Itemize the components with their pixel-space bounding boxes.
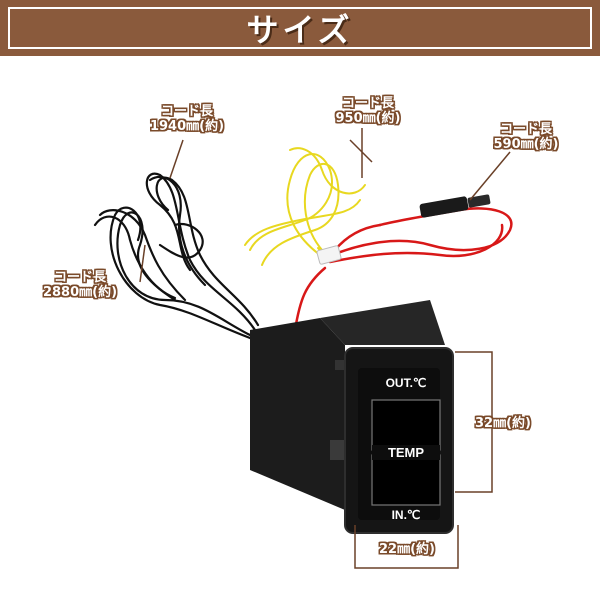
pointer-lines <box>139 128 511 569</box>
banner-frame: サイズ <box>8 7 592 49</box>
white-connector <box>316 245 342 265</box>
product-photo <box>93 128 513 569</box>
out-temp-label: OUT.℃ <box>385 376 427 390</box>
cord-label-1940-length: 1940㎜(約) <box>149 119 225 134</box>
temp-label: TEMP <box>372 445 440 460</box>
in-temp-label: IN.℃ <box>391 508 421 522</box>
black-wire-bundle-left <box>93 206 252 340</box>
cord-label-1940: コード長 1940㎜(約) <box>132 104 242 134</box>
cord-label-2880: コード長 2880㎜(約) <box>20 270 140 300</box>
cord-label-590-length: 590㎜(約) <box>493 137 559 152</box>
cord-label-2880-name: コード長 <box>53 270 106 285</box>
cord-label-950: コード長 950㎜(約) <box>318 96 418 126</box>
yellow-wire-bundle <box>244 147 366 266</box>
height-dimension-label: 32㎜(約) <box>475 416 531 431</box>
cord-label-590: コード長 590㎜(約) <box>476 122 576 152</box>
cord-label-1940-name: コード長 <box>160 104 213 119</box>
banner-title: サイズ <box>246 11 354 49</box>
width-dimension-label: 22㎜(約) <box>379 542 435 557</box>
cord-label-950-name: コード長 <box>341 96 394 111</box>
black-wire-bundle-top <box>145 172 260 332</box>
fuse-holder <box>419 194 491 218</box>
cord-label-950-length: 950㎜(約) <box>335 111 401 126</box>
title-banner: サイズ <box>0 0 600 56</box>
cord-label-2880-length: 2880㎜(約) <box>42 285 118 300</box>
switch-device <box>250 300 454 534</box>
cord-label-590-name: コード長 <box>499 122 552 137</box>
